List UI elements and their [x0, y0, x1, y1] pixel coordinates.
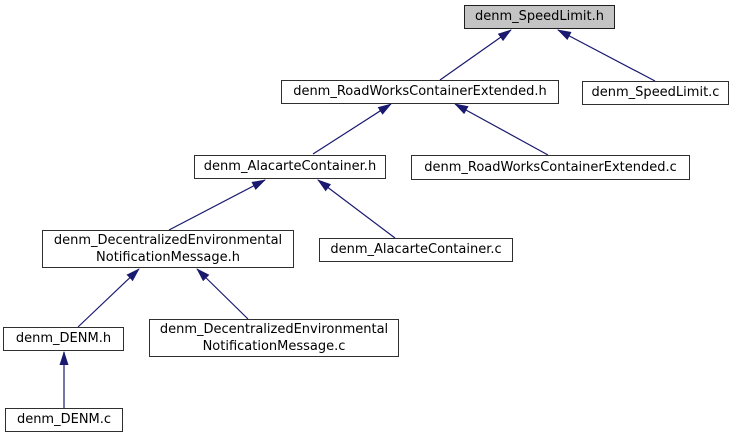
edge-roadworksh-to-speedlimith [439, 29, 512, 81]
node-label-line: NotificationMessage.c [202, 339, 346, 354]
node-denm-decentralizedenvironmentalnotificationmessage-c[interactable]: denm_DecentralizedEnvironmental Notifica… [149, 319, 399, 357]
edge-speedlimitc-to-speedlimith [557, 29, 656, 82]
node-denm-denm-c[interactable]: denm_DENM.c [5, 408, 123, 432]
node-denm-speedlimit-c[interactable]: denm_SpeedLimit.c [582, 81, 729, 105]
node-label-line: denm_DecentralizedEnvironmental [53, 233, 283, 248]
node-denm-decentralizedenvironmentalnotificationmessage-h[interactable]: denm_DecentralizedEnvironmental Notifica… [42, 230, 294, 268]
edge-alacarteh-to-roadworksh [312, 103, 392, 155]
node-denm-roadworkscontainerextended-c[interactable]: denm_RoadWorksContainerExtended.c [411, 155, 690, 180]
node-denm-denm-h[interactable]: denm_DENM.h [3, 327, 124, 351]
node-denm-roadworkscontainerextended-h[interactable]: denm_RoadWorksContainerExtended.h [281, 80, 559, 104]
node-label-line: NotificationMessage.h [96, 250, 240, 265]
edge-denmmsgc-to-denmmsgh [196, 268, 249, 320]
edge-alacartec-to-alacarteh [317, 179, 396, 239]
node-denm-alacartecontainer-h[interactable]: denm_AlacarteContainer.h [194, 155, 386, 179]
edge-denmh-to-denmmsgh [77, 268, 140, 328]
node-denm-alacartecontainer-c[interactable]: denm_AlacarteContainer.c [319, 238, 513, 262]
node-label-line: denm_DecentralizedEnvironmental [159, 322, 389, 337]
edge-denmmsgh-to-alacarteh [168, 179, 266, 231]
edge-roadworksc-to-roadworksh [454, 103, 549, 156]
node-denm-speedlimit-h: denm_SpeedLimit.h [464, 5, 615, 29]
